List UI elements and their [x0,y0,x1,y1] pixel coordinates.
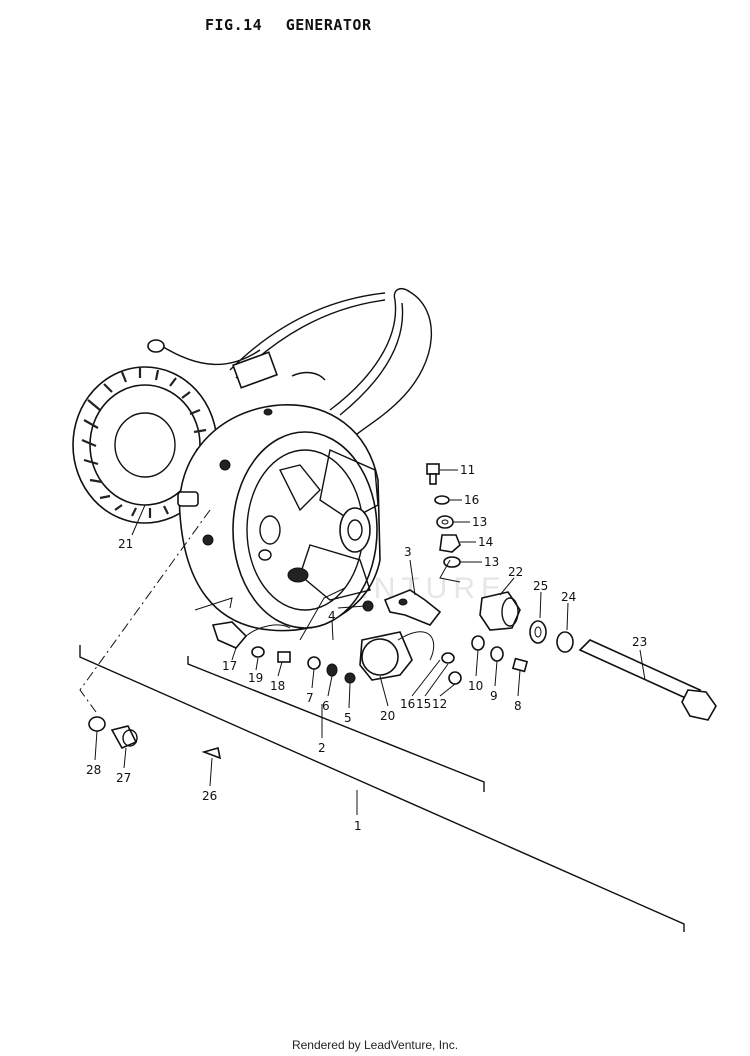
callout-19: 19 [248,671,263,685]
figure-title: FIG.14 GENERATOR [205,16,386,34]
callout-10: 10 [468,679,483,693]
callout-24: 24 [561,590,576,604]
callout-22: 22 [508,565,523,579]
figure-number: FIG.14 [205,16,263,34]
callout-2: 2 [318,741,326,755]
callout-26: 26 [202,789,217,803]
callout-16-lower: 16 [400,697,415,711]
callout-23: 23 [632,635,647,649]
assembly-brackets [79,587,685,932]
callout-8: 8 [514,699,522,713]
callout-12: 12 [432,697,447,711]
callout-16-upper: 16 [464,493,479,507]
callout-6: 6 [322,699,330,713]
callout-28: 28 [86,763,101,777]
figure-name: GENERATOR [285,16,372,34]
callout-1: 1 [354,819,362,833]
wire-harness [147,288,432,441]
callout-14: 14 [478,535,493,549]
callout-9: 9 [490,689,498,703]
callout-labels: 11 16 13 14 13 3 22 25 24 23 4 21 17 19 … [86,463,647,833]
callout-21: 21 [118,537,133,551]
callout-5: 5 [344,711,352,725]
callout-leaders [94,469,646,815]
generator-rotor-housing [177,404,381,632]
callout-13-upper: 13 [472,515,487,529]
callout-11: 11 [460,463,475,477]
callout-7: 7 [306,691,314,705]
callout-18: 18 [270,679,285,693]
callout-4: 4 [328,609,336,623]
footer-credit: Rendered by LeadVenture, Inc. [291,1038,459,1052]
callout-17: 17 [222,659,237,673]
callout-3: 3 [404,545,412,559]
callout-13-lower: 13 [484,555,499,569]
callout-25: 25 [533,579,548,593]
callout-20: 20 [380,709,395,723]
callout-15: 15 [416,697,431,711]
stator-coil [72,366,218,536]
callout-27: 27 [116,771,131,785]
